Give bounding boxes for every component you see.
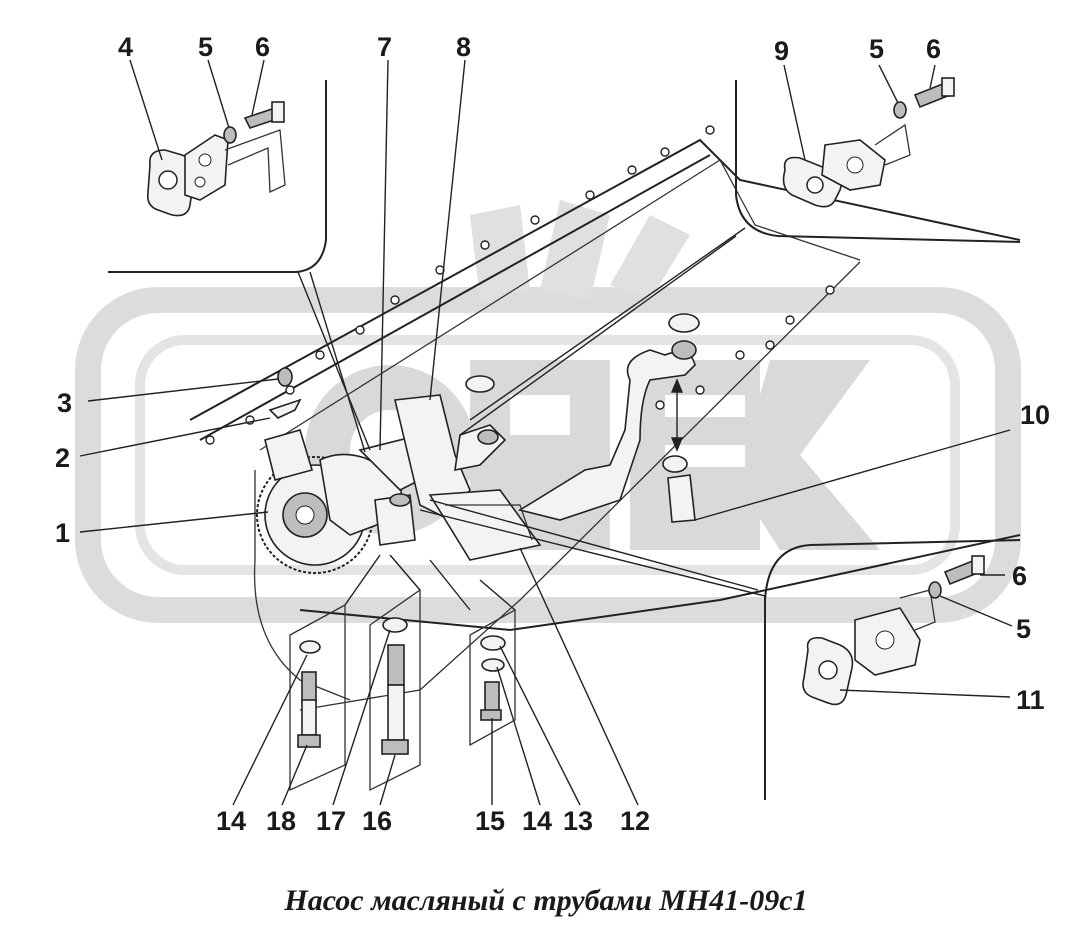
callout-2: 2 [55, 443, 70, 473]
callout-14-left: 14 [216, 806, 246, 836]
callout-6-bottom-right: 6 [1012, 561, 1027, 591]
callout-18: 18 [266, 806, 296, 836]
callout-12: 12 [620, 806, 650, 836]
callout-6-top-left: 6 [255, 32, 270, 62]
oil-pump-assembly [256, 313, 700, 574]
callout-13: 13 [563, 806, 593, 836]
inset-frame-bottom-right [764, 539, 1021, 601]
diagram-caption: Насос масляный с трубами МН41-09с1 [284, 884, 808, 917]
callout-5-top-left: 5 [198, 32, 213, 62]
bolt-set-left [289, 603, 346, 792]
inset-frame-top-left [108, 80, 327, 273]
callout-14-right: 14 [522, 806, 552, 836]
bolt-set-middle [369, 588, 421, 792]
flange-tube-bottom-right [802, 555, 985, 706]
callout-4: 4 [118, 32, 133, 62]
flange-tube-top-left [146, 101, 286, 217]
callout-16: 16 [362, 806, 392, 836]
callout-1: 1 [55, 518, 70, 548]
callout-9: 9 [774, 36, 789, 66]
flange-tube-top-right [782, 77, 955, 208]
callout-labels: 4 5 6 7 8 9 5 6 3 2 1 10 6 5 11 14 18 17… [55, 32, 1050, 836]
bolt-set-right [469, 608, 516, 747]
leader-lines [79, 59, 1013, 806]
callout-11: 11 [1016, 685, 1045, 715]
callout-7: 7 [377, 32, 392, 62]
callout-5-bottom-right: 5 [1016, 614, 1031, 644]
inset-frame-top-right [735, 80, 1021, 243]
callout-10: 10 [1020, 400, 1050, 430]
callout-3: 3 [57, 388, 72, 418]
callout-5-top-right: 5 [869, 34, 884, 64]
callout-15: 15 [475, 806, 505, 836]
callout-17: 17 [316, 806, 346, 836]
callout-6-top-right: 6 [926, 34, 941, 64]
callout-8: 8 [456, 32, 471, 62]
watermark-logo [75, 200, 1021, 623]
